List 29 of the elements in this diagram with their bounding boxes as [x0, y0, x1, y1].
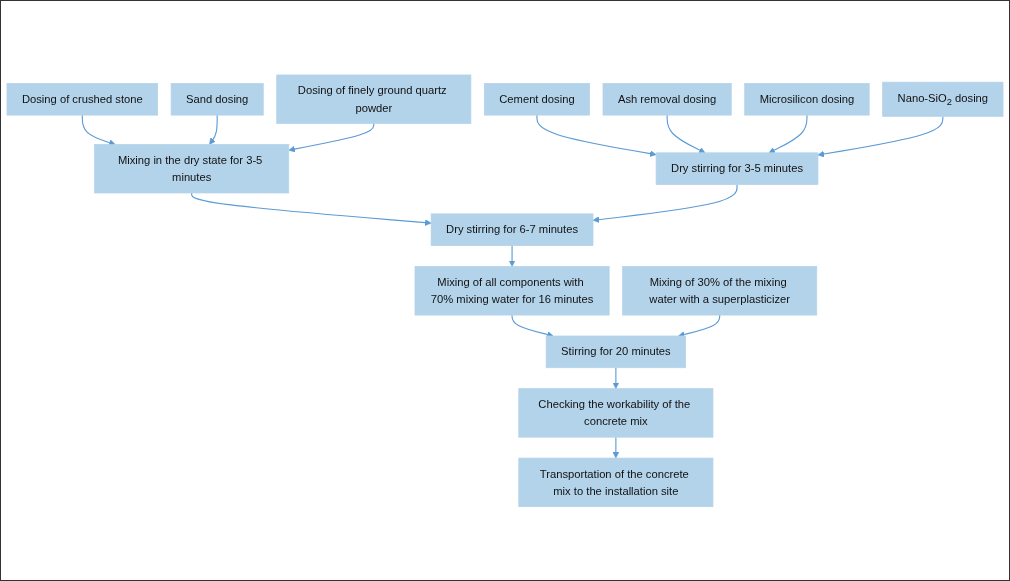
arrow: [81, 114, 116, 146]
node-box: Microsilicon dosing: [744, 82, 870, 116]
node-box: Dosing of finely ground quartz powder: [276, 74, 472, 124]
node-box: Mixing of all components with 70% mixing water for 16 minutes: [414, 265, 610, 316]
arrow: [612, 366, 620, 389]
node-box: Dosing of crushed stone: [6, 82, 159, 116]
arrow: [592, 183, 738, 223]
node-box: Nano-SiO$_{2}$ dosing: [882, 81, 1004, 117]
node-box: Stirring for 20 minutes: [545, 335, 686, 368]
arrow: [511, 314, 554, 338]
arrow: [817, 115, 944, 157]
arrow: [768, 114, 808, 153]
arrow: [678, 314, 721, 338]
node-box: Ash removal dosing: [602, 82, 732, 116]
node-box: Dry stirring for 3-5 minutes: [655, 152, 819, 185]
node-box: Mixing in the dry state for 3-5 minutes: [94, 143, 290, 194]
node-box: Transportation of the concrete mix to the installation site: [518, 457, 714, 507]
arrow: [612, 436, 620, 459]
arrow: [666, 114, 706, 153]
node-box: Cement dosing: [483, 82, 590, 116]
arrow: [209, 114, 218, 145]
arrow: [191, 192, 432, 226]
arrow: [288, 122, 375, 152]
node-box: Mixing of 30% of the mixing water with a superplasticizer: [622, 265, 818, 316]
node-box: Checking the workability of the concrete mix: [518, 387, 714, 438]
node-box: Sand dosing: [170, 82, 264, 116]
arrow: [508, 244, 516, 267]
node-box: Dry stirring for 6-7 minutes: [430, 213, 594, 246]
arrow: [536, 114, 657, 157]
